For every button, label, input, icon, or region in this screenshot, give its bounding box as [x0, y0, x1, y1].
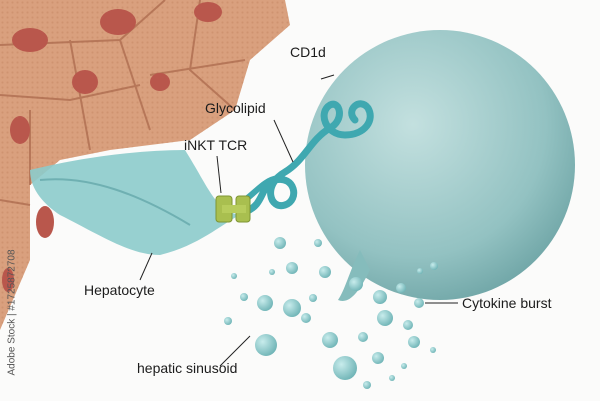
hepatocyte-tissue: [0, 0, 290, 330]
sinusoid: [30, 150, 240, 255]
cytokine-droplets: [224, 237, 438, 389]
label-cytokine-burst: Cytokine burst: [462, 295, 552, 311]
label-glycolipid: Glycolipid: [205, 100, 266, 116]
label-inkt-tcr: iNKT TCR: [184, 137, 248, 153]
inkt-tcr: [215, 195, 251, 223]
watermark: Adobe Stock | #1725872708: [6, 249, 18, 376]
leader-lines: [139, 74, 458, 367]
label-hepatic-sinusoid: hepatic sinusoid: [137, 360, 238, 376]
label-cd1d: CD1d: [290, 44, 326, 60]
cd1d-glycolipid: [241, 100, 374, 216]
label-hepatocyte: Hepatocyte: [84, 282, 155, 298]
nucleus-group: [2, 2, 222, 292]
inkt-cell: [305, 30, 575, 301]
